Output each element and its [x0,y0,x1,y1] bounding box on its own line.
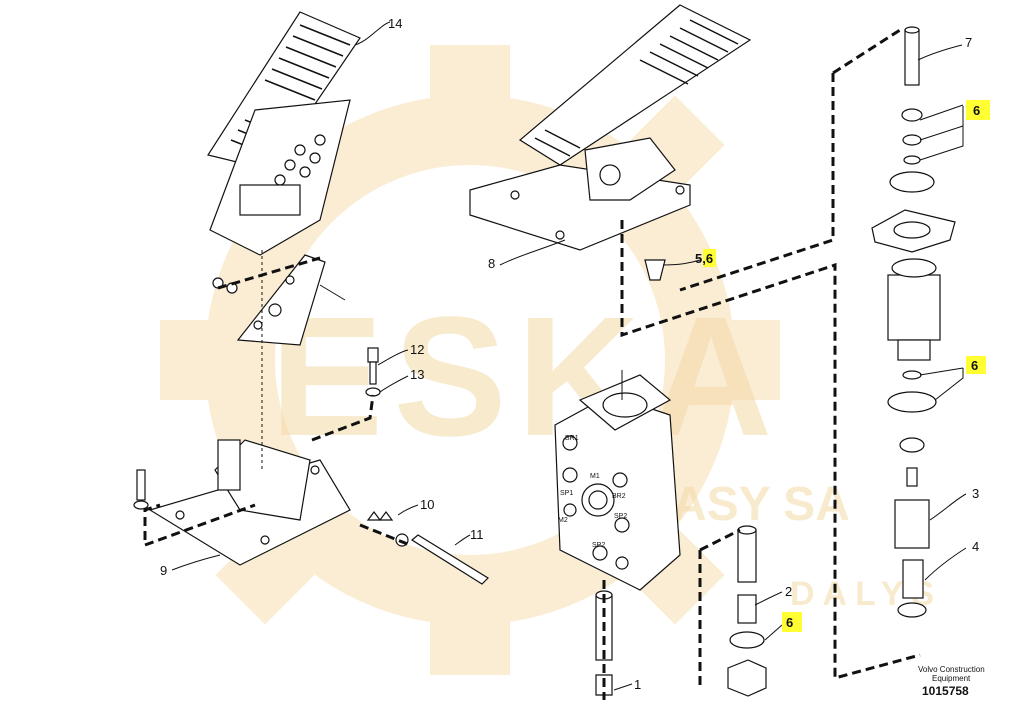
bolt-12 [365,347,381,397]
callout-5-6: 5,6 [695,251,713,266]
highlight-5-6 [703,249,716,267]
highlight-6-low [782,612,802,632]
port-m1-label: M1 [590,473,600,480]
port-sp1-label: SP1 [560,490,573,497]
callout-14: 14 [388,16,402,31]
callout-13: 13 [410,367,424,382]
callout-labels: 14 8 5,6 7 6 6 12 13 10 11 9 3 4 2 6 1 [160,16,980,692]
callout-10: 10 [420,497,434,512]
pedal-center [469,4,752,251]
highlight-6-mid [966,356,986,374]
port-br1-label: BR1 [565,435,579,442]
bracket-left [212,254,346,346]
callout-4: 4 [972,539,979,554]
port-sp2-label-lower: SP2 [592,542,605,549]
base-plate-9 [133,439,351,566]
port-m2-label: M2 [558,517,568,524]
callout-6-top: 6 [973,103,980,118]
port-sp2-label: SP2 [614,513,627,520]
valve-body: BR1 M1 SP1 BR2 M2 SP2 SP2 [554,370,681,591]
footer-company-line2: Equipment [932,674,971,683]
pin-11 [410,534,489,585]
callout-11: 11 [470,527,484,542]
right-stack [871,26,956,618]
leader-lines [171,21,967,691]
callout-12: 12 [410,342,424,357]
footer-company-line1: Volvo Construction [918,665,985,674]
callout-1: 1 [634,677,641,692]
highlights [703,100,990,632]
plunger-2 [727,525,767,697]
callout-8: 8 [488,256,495,271]
callout-6-low: 6 [786,615,793,630]
callout-2: 2 [785,584,792,599]
pedal-left [207,11,361,256]
callout-6-mid: 6 [971,358,978,373]
callout-7: 7 [965,35,972,50]
plug-5-6 [644,259,666,281]
callout-9: 9 [160,563,167,578]
assembly-dashed-lines [143,28,921,700]
watermark-logo-text: ESKA [270,282,782,472]
footer: Volvo Construction Equipment 1015758 [918,665,985,698]
footer-drawing-id: 1015758 [922,684,969,698]
port-br2-label: BR2 [612,493,626,500]
highlight-6-top [966,100,990,120]
callout-3: 3 [972,486,979,501]
spring-10 [366,511,409,547]
